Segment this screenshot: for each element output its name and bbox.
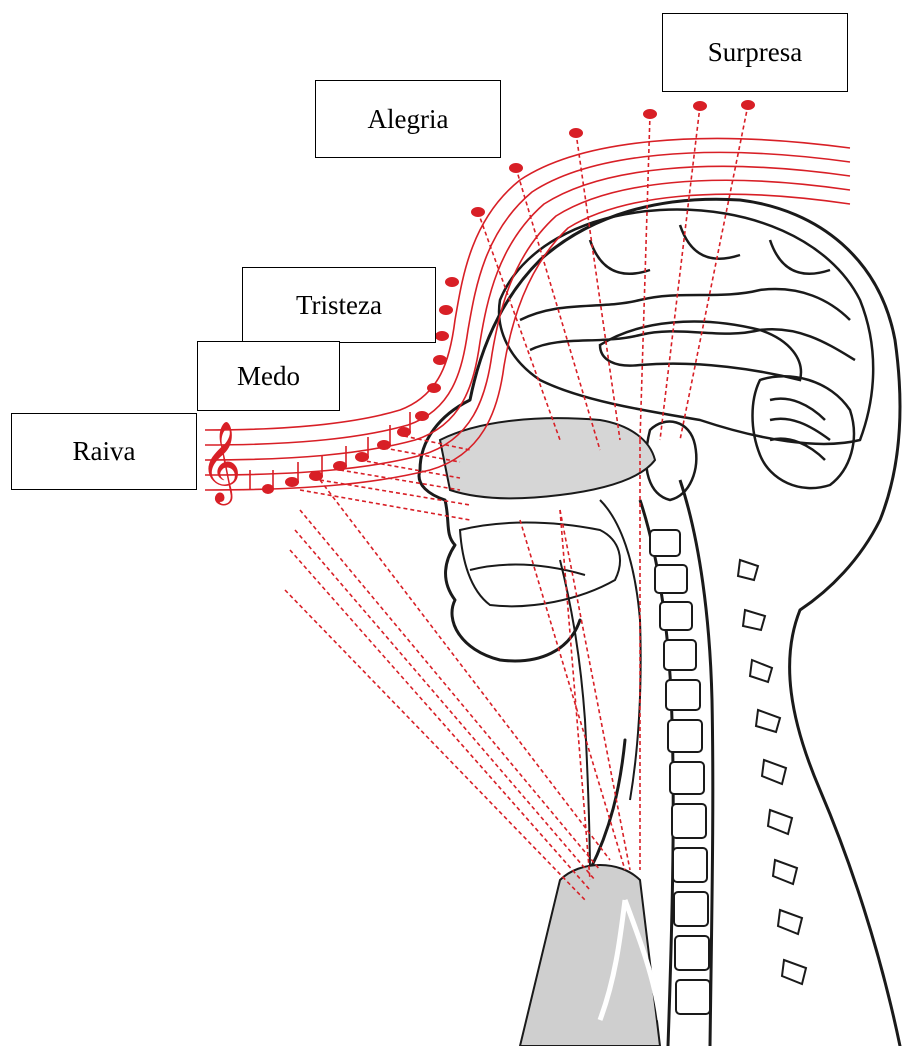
label-surpresa: Surpresa [662, 13, 848, 92]
treble-clef-icon: 𝄞 [200, 420, 241, 505]
music-note-icon [445, 277, 459, 287]
label-medo: Medo [197, 341, 340, 411]
music-note-icon [333, 461, 347, 471]
label-tristeza: Tristeza [242, 267, 436, 343]
music-note-icon [439, 305, 453, 315]
music-note-icon [415, 411, 429, 421]
music-note-icon [433, 355, 447, 365]
trachea-lungs [520, 865, 660, 1046]
music-note-icon [397, 427, 411, 437]
music-note-icon [285, 477, 299, 487]
label-alegria: Alegria [315, 80, 501, 158]
music-note-icon [427, 383, 441, 393]
music-note-icon [435, 331, 449, 341]
label-raiva: Raiva [11, 413, 197, 490]
spine [640, 480, 806, 1046]
